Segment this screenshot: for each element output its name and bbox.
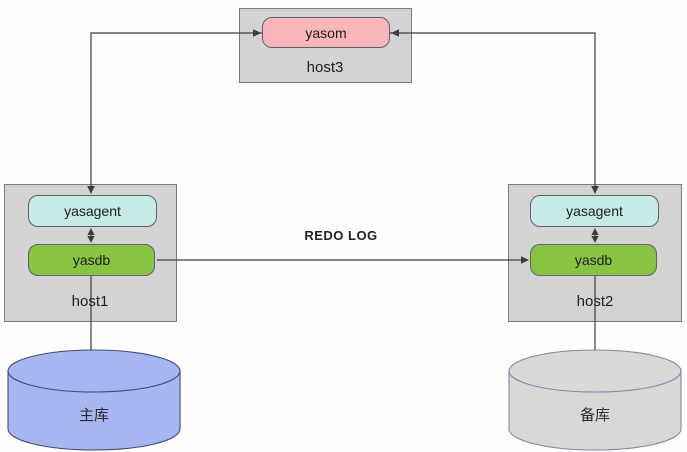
host1-label: host1: [71, 293, 109, 310]
node-yasom-label: yasom: [305, 24, 347, 41]
standby-db-label: 备库: [579, 407, 610, 424]
primary-db-label: 主库: [78, 407, 109, 424]
node-yasagent-host2-label: yasagent: [566, 203, 623, 219]
node-yasdb-host1-label: yasdb: [72, 252, 111, 268]
arrowhead-into-yasom-left: [253, 29, 261, 37]
arrowhead-into-yasom-right: [391, 29, 399, 37]
connector-host1-host3: [90, 32, 262, 189]
arrowheads: [87, 29, 599, 264]
redo-log-label: REDO LOG: [304, 228, 378, 243]
node-yasdb-host2: yasdb: [530, 244, 657, 276]
primary-db-cylinder: [7, 349, 181, 451]
node-yasagent-host1-label: yasagent: [64, 203, 121, 219]
arrowhead-into-yasagent-host1: [87, 186, 95, 194]
arrowhead-into-yasagent-host2: [591, 186, 599, 194]
connector-host2-host3: [390, 32, 596, 189]
node-yasdb-host1: yasdb: [28, 244, 155, 276]
node-yasom: yasom: [262, 17, 390, 48]
arrowhead-up-host2: [591, 228, 599, 235]
host3-label: host3: [306, 59, 344, 76]
arrowhead-down-host1: [87, 236, 95, 243]
arrowhead-up-host1: [87, 228, 95, 235]
node-yasdb-host2-label: yasdb: [574, 252, 613, 268]
node-yasagent-host2: yasagent: [530, 195, 659, 227]
node-yasagent-host1: yasagent: [28, 195, 157, 227]
host2-label: host2: [576, 293, 614, 310]
standby-db-cylinder: [508, 349, 682, 451]
arrowhead-redo-log: [521, 256, 529, 264]
arrowhead-down-host2: [591, 236, 599, 243]
